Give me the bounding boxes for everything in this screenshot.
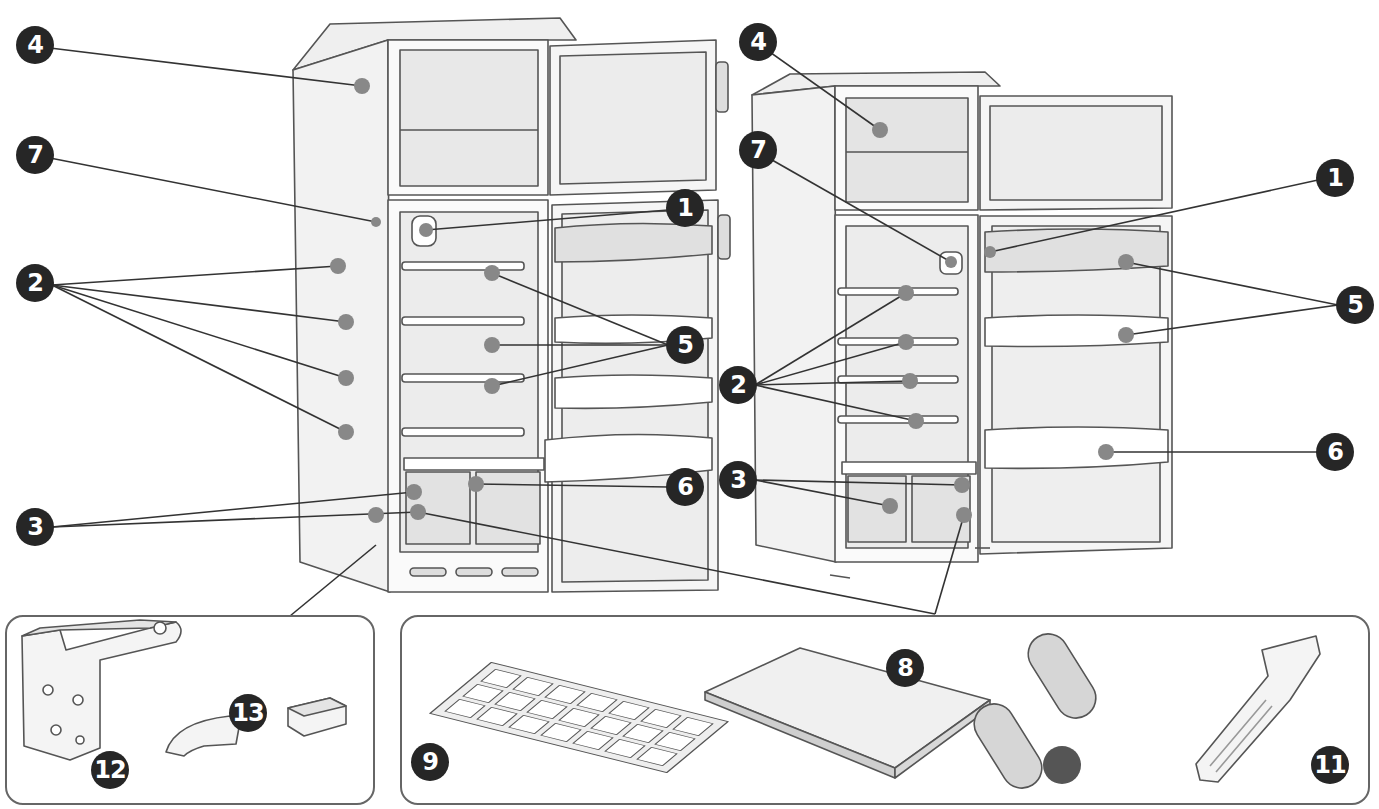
accessory-panel: 13 12 xyxy=(5,615,375,805)
callout-number: 2 xyxy=(719,366,757,404)
callout-number: 11 xyxy=(1311,746,1349,784)
callout-number: 12 xyxy=(91,751,129,789)
callout-number: 7 xyxy=(739,131,777,169)
callout-number: 6 xyxy=(1316,433,1354,471)
callout-number: 1 xyxy=(666,189,704,227)
callout-number: 3 xyxy=(719,461,757,499)
callout-number: 8 xyxy=(886,649,924,687)
callout-number: 4 xyxy=(16,26,54,64)
callout-number: 6 xyxy=(666,468,704,506)
callout-number: 13 xyxy=(229,694,267,732)
callout-number: 5 xyxy=(1336,286,1374,324)
callout-number: 7 xyxy=(16,136,54,174)
callout-number: 2 xyxy=(16,264,54,302)
accessory-panel: 9 8 11 xyxy=(400,615,1370,805)
callout-number: 3 xyxy=(16,508,54,546)
callout-number: 9 xyxy=(411,743,449,781)
callout-number: 4 xyxy=(739,23,777,61)
callout-number: 1 xyxy=(1316,159,1354,197)
callout-number: 5 xyxy=(666,326,704,364)
